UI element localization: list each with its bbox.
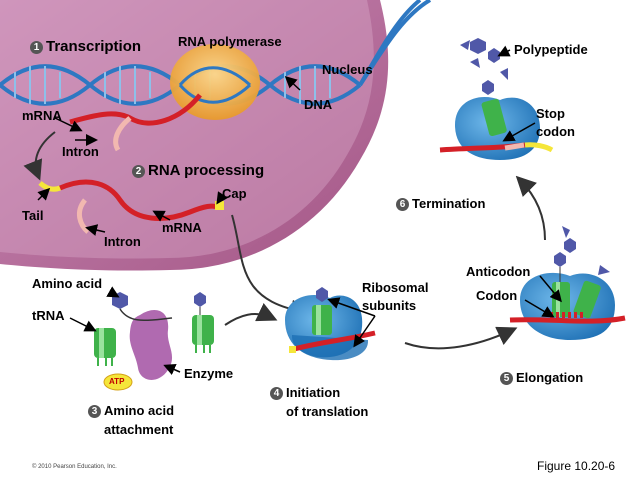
aa-to-enzyme-arrow bbox=[119, 308, 173, 321]
step-1-text: Transcription bbox=[46, 38, 142, 55]
ribosomal-subunits-line1: Ribosomal bbox=[362, 280, 429, 295]
nucleus-label: Nucleus bbox=[322, 62, 373, 77]
charged-trna-arrow bbox=[224, 302, 278, 326]
tail-shape bbox=[38, 181, 61, 192]
initiation-ribosome bbox=[285, 287, 376, 361]
step-2-badge: 2 bbox=[132, 165, 145, 178]
step-4-text-line2: of translation bbox=[286, 404, 369, 419]
anticodon-label: Anticodon bbox=[466, 264, 531, 279]
step-5-text: Elongation bbox=[516, 370, 584, 385]
enzyme-label: Enzyme bbox=[184, 366, 234, 381]
step-4-badge: 4 bbox=[270, 387, 283, 400]
elongation-to-termination-arrow bbox=[515, 175, 546, 241]
atp-label: ATP bbox=[109, 377, 125, 386]
intron-top-label: Intron bbox=[62, 144, 99, 159]
processing-arrow bbox=[23, 131, 56, 181]
termination-ribosome bbox=[439, 38, 554, 160]
step-3-text-line2: attachment bbox=[104, 422, 174, 437]
step-6-badge: 6 bbox=[396, 198, 409, 211]
export-arrow bbox=[231, 214, 311, 320]
step-6-text: Termination bbox=[412, 196, 486, 211]
step-2-text: RNA processing bbox=[148, 162, 265, 179]
copyright-text: © 2010 Pearson Education, Inc. bbox=[32, 464, 117, 470]
initiation-to-elongation-arrow bbox=[404, 326, 518, 350]
step-3-badge: 3 bbox=[88, 405, 101, 418]
step-4-text-line1: Initiation bbox=[286, 385, 341, 400]
cap-shape bbox=[215, 201, 224, 210]
nascent-intron bbox=[113, 116, 132, 152]
trna-label: tRNA bbox=[32, 308, 65, 323]
label-pointers bbox=[37, 45, 562, 376]
step-1-badge: 1 bbox=[30, 41, 43, 54]
tail-label: Tail bbox=[22, 208, 44, 223]
ribosomal-subunits-line2: subunits bbox=[362, 298, 417, 313]
enzyme-shape bbox=[129, 310, 173, 380]
figure-caption: Figure 10.20-6 bbox=[537, 459, 616, 473]
dna-in-polymerase bbox=[178, 66, 252, 104]
cap-label: Cap bbox=[222, 186, 247, 201]
free-trna bbox=[94, 328, 116, 366]
codon-label: Codon bbox=[476, 288, 518, 303]
step-3-text-line1: Amino acid bbox=[104, 403, 175, 418]
rna-polymerase-label: RNA polymerase bbox=[178, 34, 282, 49]
elongation-ribosome bbox=[509, 226, 626, 340]
mrna-top-label: mRNA bbox=[22, 108, 62, 123]
stop-codon-line1: Stop bbox=[536, 106, 565, 121]
polypeptide-label: Polypeptide bbox=[514, 42, 588, 57]
mrna-processed-label: mRNA bbox=[162, 220, 202, 235]
intron-bottom-label: Intron bbox=[104, 234, 141, 249]
stop-codon-line2: codon bbox=[536, 124, 575, 139]
dna-label: DNA bbox=[304, 97, 333, 112]
atp-shape bbox=[103, 373, 133, 391]
nucleus-shape bbox=[0, 0, 389, 271]
nascent-mrna bbox=[69, 93, 202, 126]
processed-mrna bbox=[59, 179, 219, 221]
charged-trna bbox=[192, 292, 214, 353]
amino-acid-label: Amino acid bbox=[32, 276, 103, 291]
step-5-badge: 5 bbox=[500, 372, 513, 385]
